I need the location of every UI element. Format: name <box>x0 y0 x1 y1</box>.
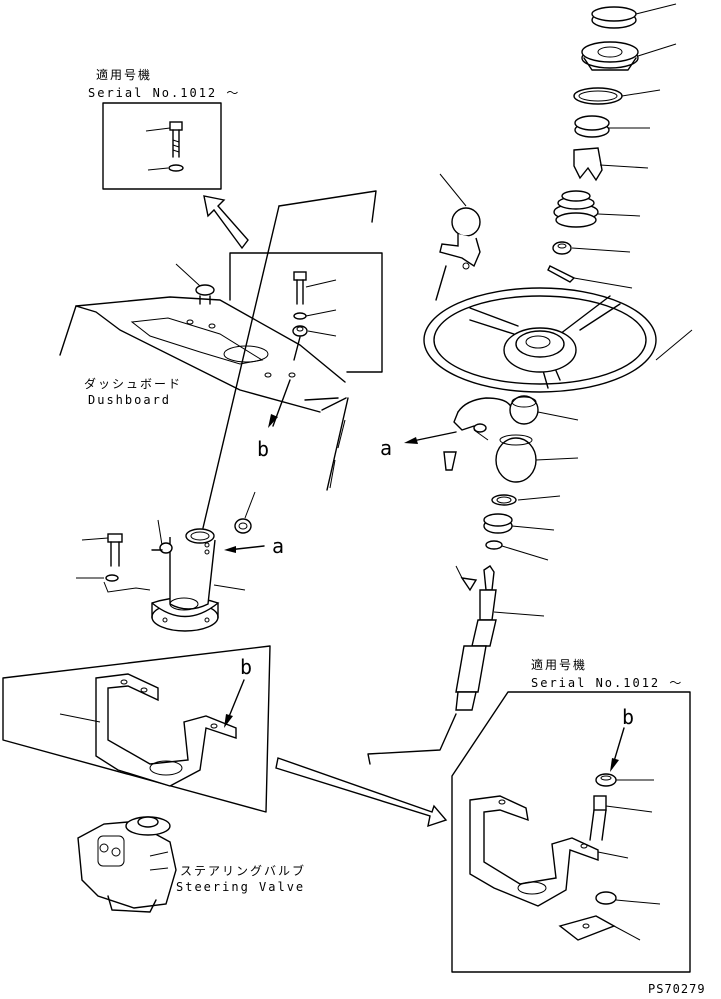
ref-label-b-inset: b <box>622 705 635 729</box>
plate-part <box>558 915 641 941</box>
ref-arrow-a-left <box>224 545 265 553</box>
ref-label-a-right: a <box>380 436 393 460</box>
column-outline <box>202 190 377 529</box>
steering-valve-label-jp: ステアリングバルブ <box>180 864 307 878</box>
steering-column-housing <box>151 528 246 632</box>
steering-valve <box>77 816 177 913</box>
bolt-part <box>169 121 183 158</box>
bushing-lower <box>595 891 661 905</box>
ref-label-b-dash: b <box>257 437 270 461</box>
leader-line <box>145 127 171 132</box>
hollow-arrow-icon <box>275 757 448 828</box>
leader-line <box>147 167 169 171</box>
inset-box-top <box>102 102 222 190</box>
hollow-arrow-icon <box>203 195 249 250</box>
horn-switch-assembly <box>443 395 579 483</box>
bushing-part <box>595 773 654 787</box>
dashboard-bolt <box>175 263 215 305</box>
inset-box-right <box>451 691 691 973</box>
serial-label-top: Serial No.1012 ～ <box>88 86 241 100</box>
pin-part <box>589 795 653 841</box>
ref-label-a-left: a <box>272 534 285 558</box>
dashboard-label-en: Dushboard <box>88 393 172 407</box>
bracket-panel-left <box>2 645 271 813</box>
dashboard-label-jp: ダッシュボード <box>84 377 183 391</box>
applicable-label-top: 適用号機 <box>96 68 153 82</box>
steering-valve-label-en: Steering Valve <box>176 880 306 894</box>
ref-label-b-bracket: b <box>240 655 253 679</box>
housing-fasteners <box>76 491 256 593</box>
ref-arrow-b-dash <box>268 379 291 428</box>
dashboard-panel <box>59 296 347 413</box>
ref-arrow-a-right <box>404 431 457 444</box>
steering-cap-stack <box>547 3 677 289</box>
shaft-parts <box>367 494 561 765</box>
steering-wheel <box>423 287 693 393</box>
inset-box-center <box>229 252 383 373</box>
mounting-bracket <box>469 795 629 907</box>
applicable-label-right: 適用号機 <box>531 658 588 672</box>
mounting-bracket <box>59 673 237 787</box>
washer-part <box>168 164 184 172</box>
bolt-part <box>293 271 307 305</box>
spinner-knob <box>435 173 481 301</box>
serial-label-right: Serial No.1012 ～ <box>531 676 684 690</box>
figure-code: PS70279 <box>648 982 706 996</box>
